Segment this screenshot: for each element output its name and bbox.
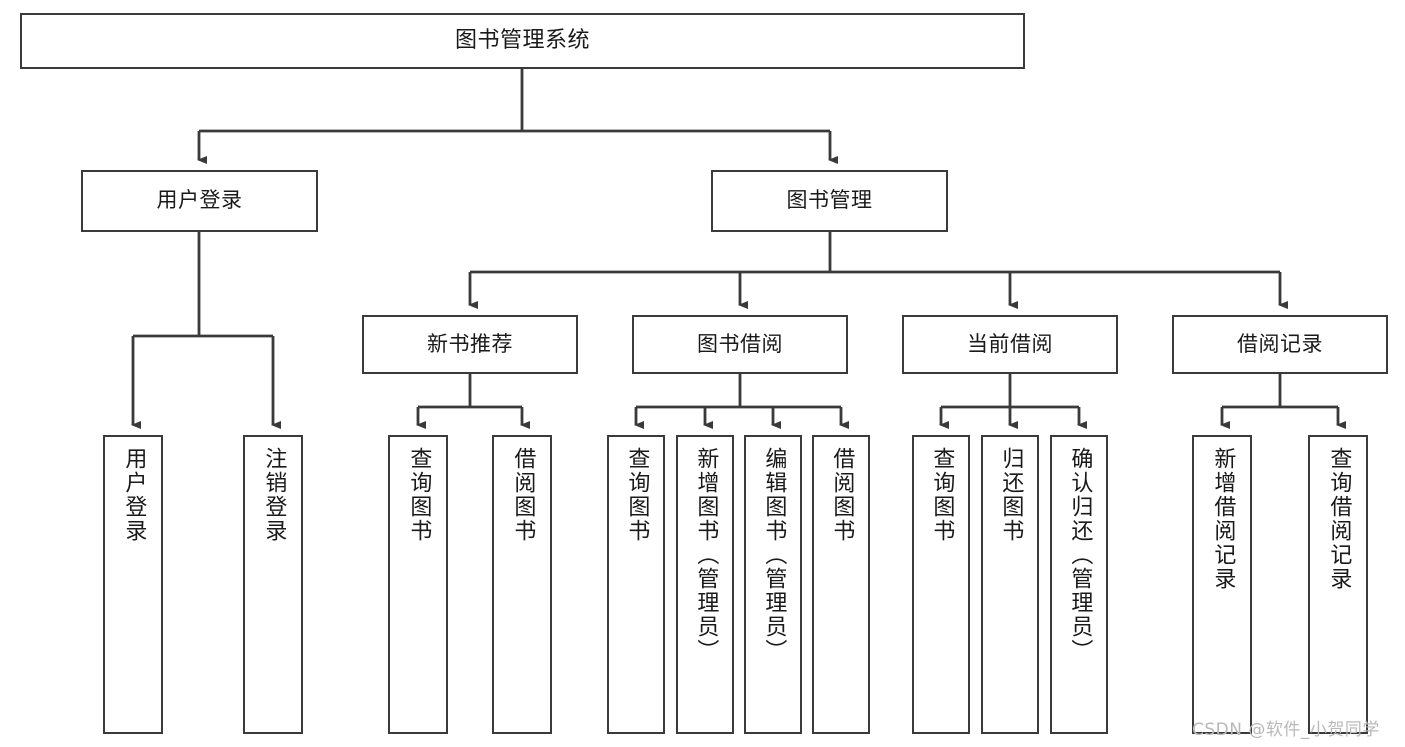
node-leaf-add-book-label: 新增图书（管理员） bbox=[693, 447, 719, 663]
node-leaf-borrow-book-1-label: 借阅图书 bbox=[510, 447, 536, 543]
node-leaf-query-book-2-label: 查询图书 bbox=[624, 447, 650, 543]
watermark-text: CSDN @软件_小贺同学 bbox=[1192, 720, 1380, 740]
node-leaf-query-book-2[interactable]: 查询图书 bbox=[607, 435, 665, 734]
node-book-borrow-label: 图书借阅 bbox=[697, 331, 783, 356]
node-leaf-logout-login-label: 注销登录 bbox=[261, 447, 287, 543]
node-current-borrow[interactable]: 当前借阅 bbox=[902, 315, 1118, 374]
node-new-book-recommend[interactable]: 新书推荐 bbox=[362, 315, 578, 374]
node-leaf-return-book-label: 归还图书 bbox=[998, 447, 1024, 543]
node-leaf-user-login-label: 用户登录 bbox=[121, 447, 147, 543]
node-leaf-edit-book[interactable]: 编辑图书（管理员） bbox=[744, 435, 802, 734]
node-user-login-label: 用户登录 bbox=[156, 188, 243, 213]
node-leaf-user-login[interactable]: 用户登录 bbox=[103, 435, 163, 734]
node-leaf-query-book-1[interactable]: 查询图书 bbox=[388, 435, 448, 734]
node-leaf-confirm-return[interactable]: 确认归还（管理员） bbox=[1050, 435, 1108, 734]
node-user-login[interactable]: 用户登录 bbox=[81, 170, 318, 232]
node-root-label: 图书管理系统 bbox=[454, 27, 590, 53]
node-leaf-query-book-1-label: 查询图书 bbox=[406, 447, 432, 543]
node-borrow-record[interactable]: 借阅记录 bbox=[1172, 315, 1388, 374]
node-leaf-logout-login[interactable]: 注销登录 bbox=[243, 435, 303, 734]
node-leaf-add-record[interactable]: 新增借阅记录 bbox=[1192, 435, 1252, 734]
node-leaf-borrow-book-2-label: 借阅图书 bbox=[829, 447, 855, 543]
node-leaf-query-record-label: 查询借阅记录 bbox=[1326, 447, 1352, 591]
node-leaf-borrow-book-1[interactable]: 借阅图书 bbox=[492, 435, 552, 734]
node-leaf-edit-book-label: 编辑图书（管理员） bbox=[761, 447, 787, 663]
node-book-manage[interactable]: 图书管理 bbox=[711, 170, 948, 232]
node-borrow-record-label: 借阅记录 bbox=[1237, 331, 1323, 356]
node-leaf-borrow-book-2[interactable]: 借阅图书 bbox=[812, 435, 870, 734]
node-leaf-query-book-3-label: 查询图书 bbox=[929, 447, 955, 543]
node-leaf-return-book[interactable]: 归还图书 bbox=[981, 435, 1039, 734]
node-new-book-recommend-label: 新书推荐 bbox=[427, 331, 513, 356]
node-leaf-add-record-label: 新增借阅记录 bbox=[1210, 447, 1236, 591]
node-root[interactable]: 图书管理系统 bbox=[20, 13, 1025, 69]
node-current-borrow-label: 当前借阅 bbox=[967, 331, 1053, 356]
node-leaf-query-book-3[interactable]: 查询图书 bbox=[912, 435, 970, 734]
node-leaf-confirm-return-label: 确认归还（管理员） bbox=[1067, 447, 1093, 663]
node-book-manage-label: 图书管理 bbox=[786, 188, 873, 213]
node-leaf-query-record[interactable]: 查询借阅记录 bbox=[1308, 435, 1368, 734]
node-leaf-add-book[interactable]: 新增图书（管理员） bbox=[676, 435, 734, 734]
node-book-borrow[interactable]: 图书借阅 bbox=[632, 315, 848, 374]
